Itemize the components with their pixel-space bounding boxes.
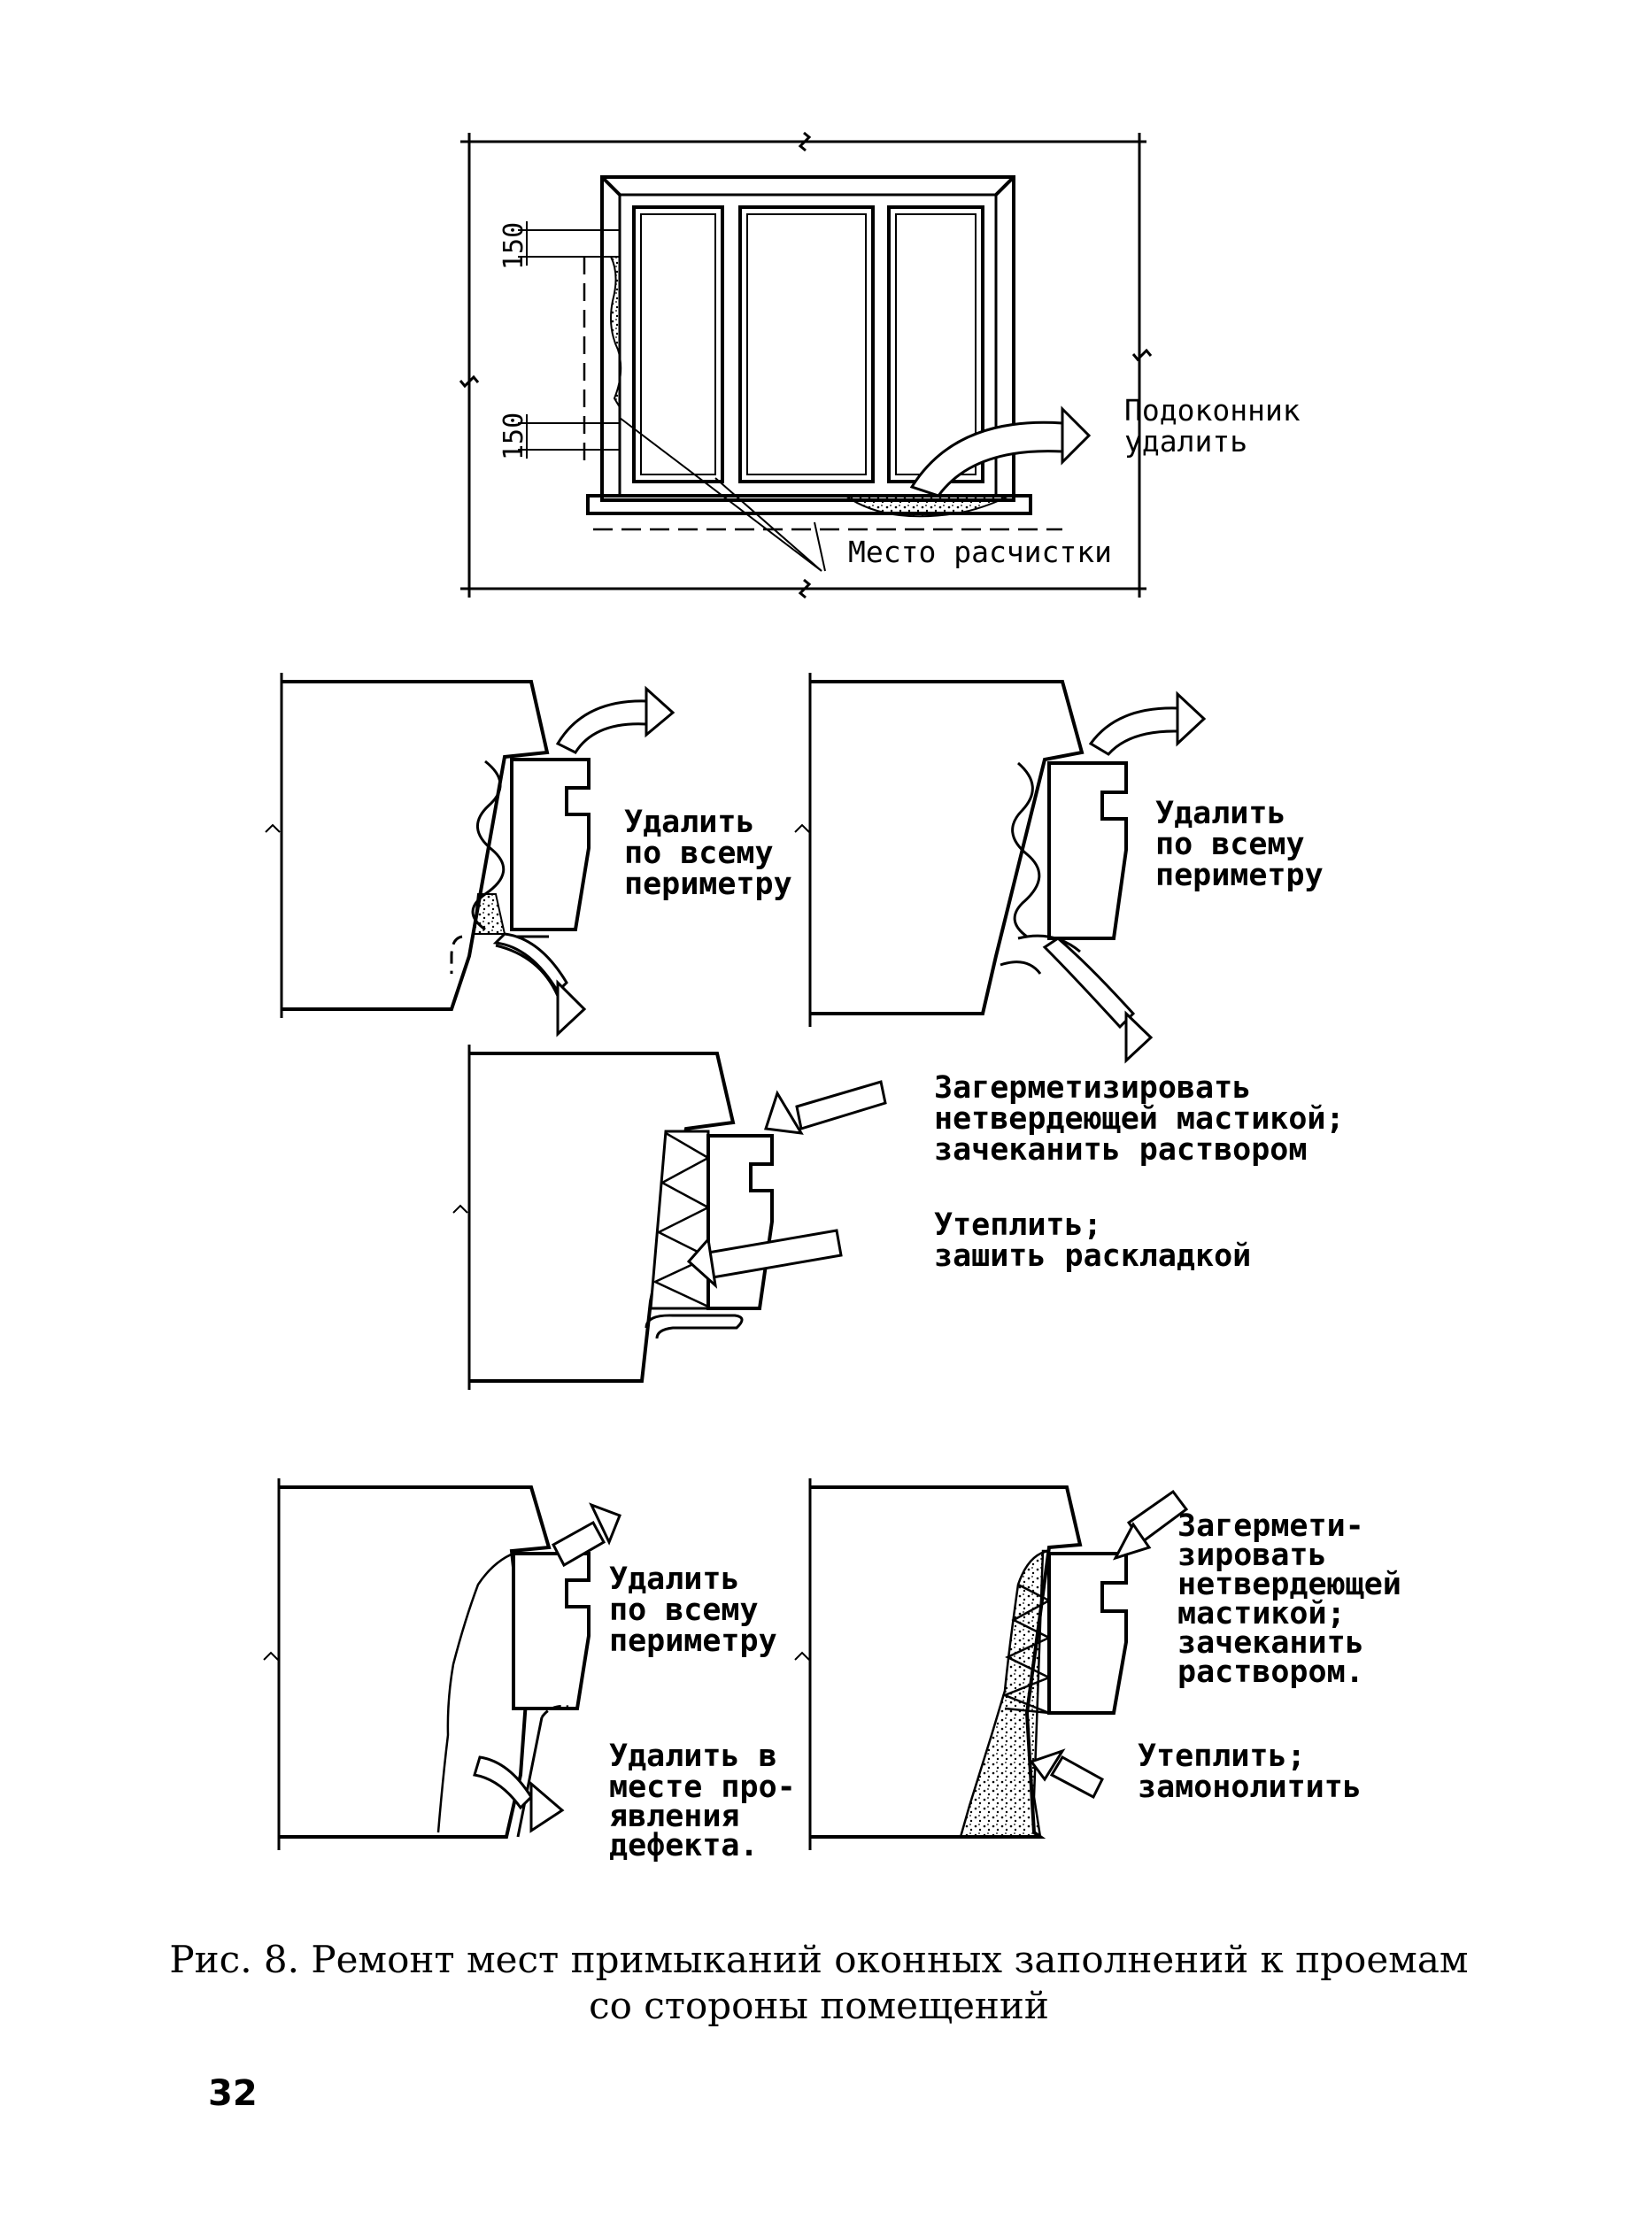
detail-4-section [263,1478,621,1850]
page-number: 32 [208,2073,258,2114]
detail-1-section [265,673,675,1038]
arrow-remove-sill [909,405,1092,498]
label-cleaning-place: Место расчистки [848,535,1112,569]
detail-5-seal-line5: зачеканить [1177,1625,1364,1661]
detail-5-seal-line6: раствором. [1177,1655,1364,1690]
detail-5-seal-line3: нетвердеющей [1177,1567,1401,1602]
detail-4-defect-line3: явления [609,1799,740,1834]
figure-caption-line1: Рис. 8. Ремонт мест примыканий оконных з… [169,1938,1468,1981]
opening-outline [459,131,1153,599]
label-sill-line1: Подоконник [1124,393,1301,428]
detail-5-insulate-line2: замонолитить [1138,1770,1362,1805]
detail-5-section [794,1478,1189,1850]
detail-2-label-line2: по всему [1155,827,1305,862]
detail-5-seal-line2: зировать [1177,1538,1327,1573]
cleaning-zone-left [609,256,622,411]
detail-2-section [794,673,1207,1064]
detail-4-remove-line2: по всему [609,1593,759,1628]
detail-1-label-line2: по всему [624,836,774,871]
window-sill [586,494,1062,531]
detail-4-remove-line3: периметру [609,1624,777,1659]
detail-2-label-line1: Удалить [1155,796,1286,831]
detail-3-insulate-line1: Утеплить; [934,1207,1102,1243]
detail-4-remove-line1: Удалить [609,1562,740,1597]
detail-2-label-line3: периметру [1155,858,1324,893]
dimension-lines [518,221,620,459]
detail-4-defect-line4: дефекта. [609,1828,759,1863]
detail-5-insulate-line1: Утеплить; [1138,1739,1306,1774]
detail-4-defect-line2: месте про- [609,1770,796,1805]
dimension-lower: 150 [498,413,529,460]
detail-3-seal-line1: Загерметизировать [934,1070,1251,1106]
detail-3-seal-line2: нетвердеющей мастикой; [934,1101,1345,1137]
detail-1-label-line1: Удалить [624,805,755,840]
detail-3-insulate-line2: зашить раскладкой [934,1238,1251,1274]
detail-5-seal-line1: Загермети- [1177,1508,1364,1544]
window-elevation [459,131,1153,599]
detail-5-seal-line4: мастикой; [1177,1596,1346,1631]
label-sill-line2: удалить [1124,424,1247,459]
dimension-upper: 150 [498,222,529,270]
figure-caption-line2: со стороны помещений [589,1984,1049,2027]
detail-1-label-line3: периметру [624,867,792,902]
detail-3-seal-line3: зачеканить раствором [934,1132,1307,1168]
detail-4-defect-line1: Удалить в [609,1739,777,1774]
detail-3-section [452,1045,887,1390]
